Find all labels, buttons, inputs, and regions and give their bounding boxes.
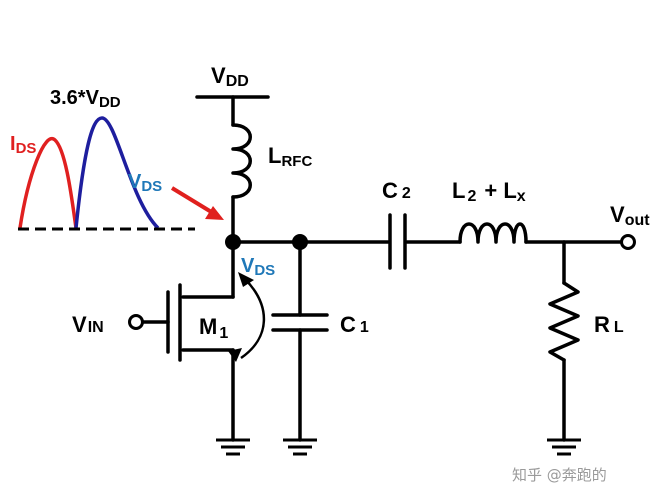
ground-rl	[547, 438, 581, 456]
ground-c1	[283, 438, 317, 456]
ids-label: IDS	[10, 133, 36, 157]
watermark: 知乎 @奔跑的	[512, 466, 607, 484]
peak-label: 3.6*VDD	[50, 87, 121, 111]
rl-resistor	[548, 281, 580, 362]
vin-label: VIN	[72, 312, 104, 337]
vds-node-label: VDS	[241, 255, 275, 279]
vds-arrow-head	[238, 272, 254, 287]
vds-curved-arrow	[240, 277, 266, 360]
vds-waveform	[74, 116, 160, 230]
vdd-label: VDD	[211, 63, 249, 90]
lrfc-inductor	[231, 123, 252, 199]
red-arrow-head	[205, 206, 224, 220]
lrfc-label: LRFC	[268, 143, 312, 170]
l2lx-inductor	[458, 222, 528, 244]
ids-waveform	[18, 136, 78, 229]
vout-label: Vout	[610, 202, 650, 229]
vds-arrow-tail	[228, 348, 242, 362]
vout-terminal	[620, 234, 636, 250]
vds-wave-label: VDS	[128, 171, 162, 195]
vin-terminal	[128, 314, 144, 330]
red-arrow-shaft	[170, 186, 215, 215]
ground-m1	[216, 438, 250, 456]
